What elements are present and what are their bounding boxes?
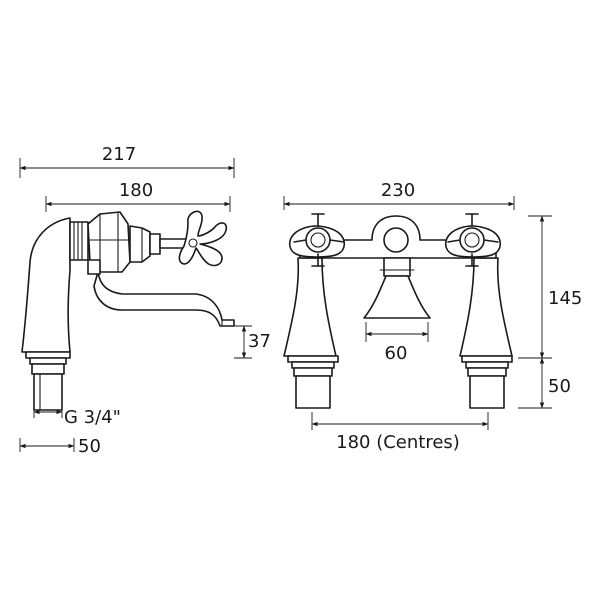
side-coupling xyxy=(69,221,89,261)
dim-tail-height: 50 xyxy=(548,376,571,397)
dim-inlet-thread: G 3/4" xyxy=(64,407,121,428)
side-tail-nut xyxy=(31,363,65,375)
side-tail-pipe xyxy=(33,373,63,411)
front-right-tail xyxy=(469,375,505,409)
front-centre-boss xyxy=(383,227,409,253)
front-left-handle xyxy=(288,213,346,267)
front-left-pillar xyxy=(283,257,337,357)
dim-spout-height: 37 xyxy=(248,331,271,352)
front-spout xyxy=(363,275,431,319)
side-view: 217 180 37 G 3/4" 50 xyxy=(19,144,271,457)
dim-spout-width: 60 xyxy=(385,343,408,364)
front-right-pillar xyxy=(459,257,513,357)
front-left-tail xyxy=(295,375,331,409)
side-spout xyxy=(93,271,235,327)
dim-tail-length: 50 xyxy=(78,436,101,457)
front-view: 230 145 50 60 180 (Centres) xyxy=(283,180,582,453)
dim-body-length: 180 xyxy=(119,180,153,201)
front-right-base xyxy=(461,355,513,363)
front-left-base xyxy=(287,355,339,363)
dim-centres: 180 (Centres) xyxy=(336,432,460,453)
side-body xyxy=(21,217,71,353)
dim-overall-width: 230 xyxy=(381,180,415,201)
front-right-handle xyxy=(444,213,502,267)
dim-height: 145 xyxy=(548,288,582,309)
dim-overall-length: 217 xyxy=(102,144,136,165)
side-cross-handle xyxy=(178,210,228,267)
side-base-ring xyxy=(25,351,71,359)
